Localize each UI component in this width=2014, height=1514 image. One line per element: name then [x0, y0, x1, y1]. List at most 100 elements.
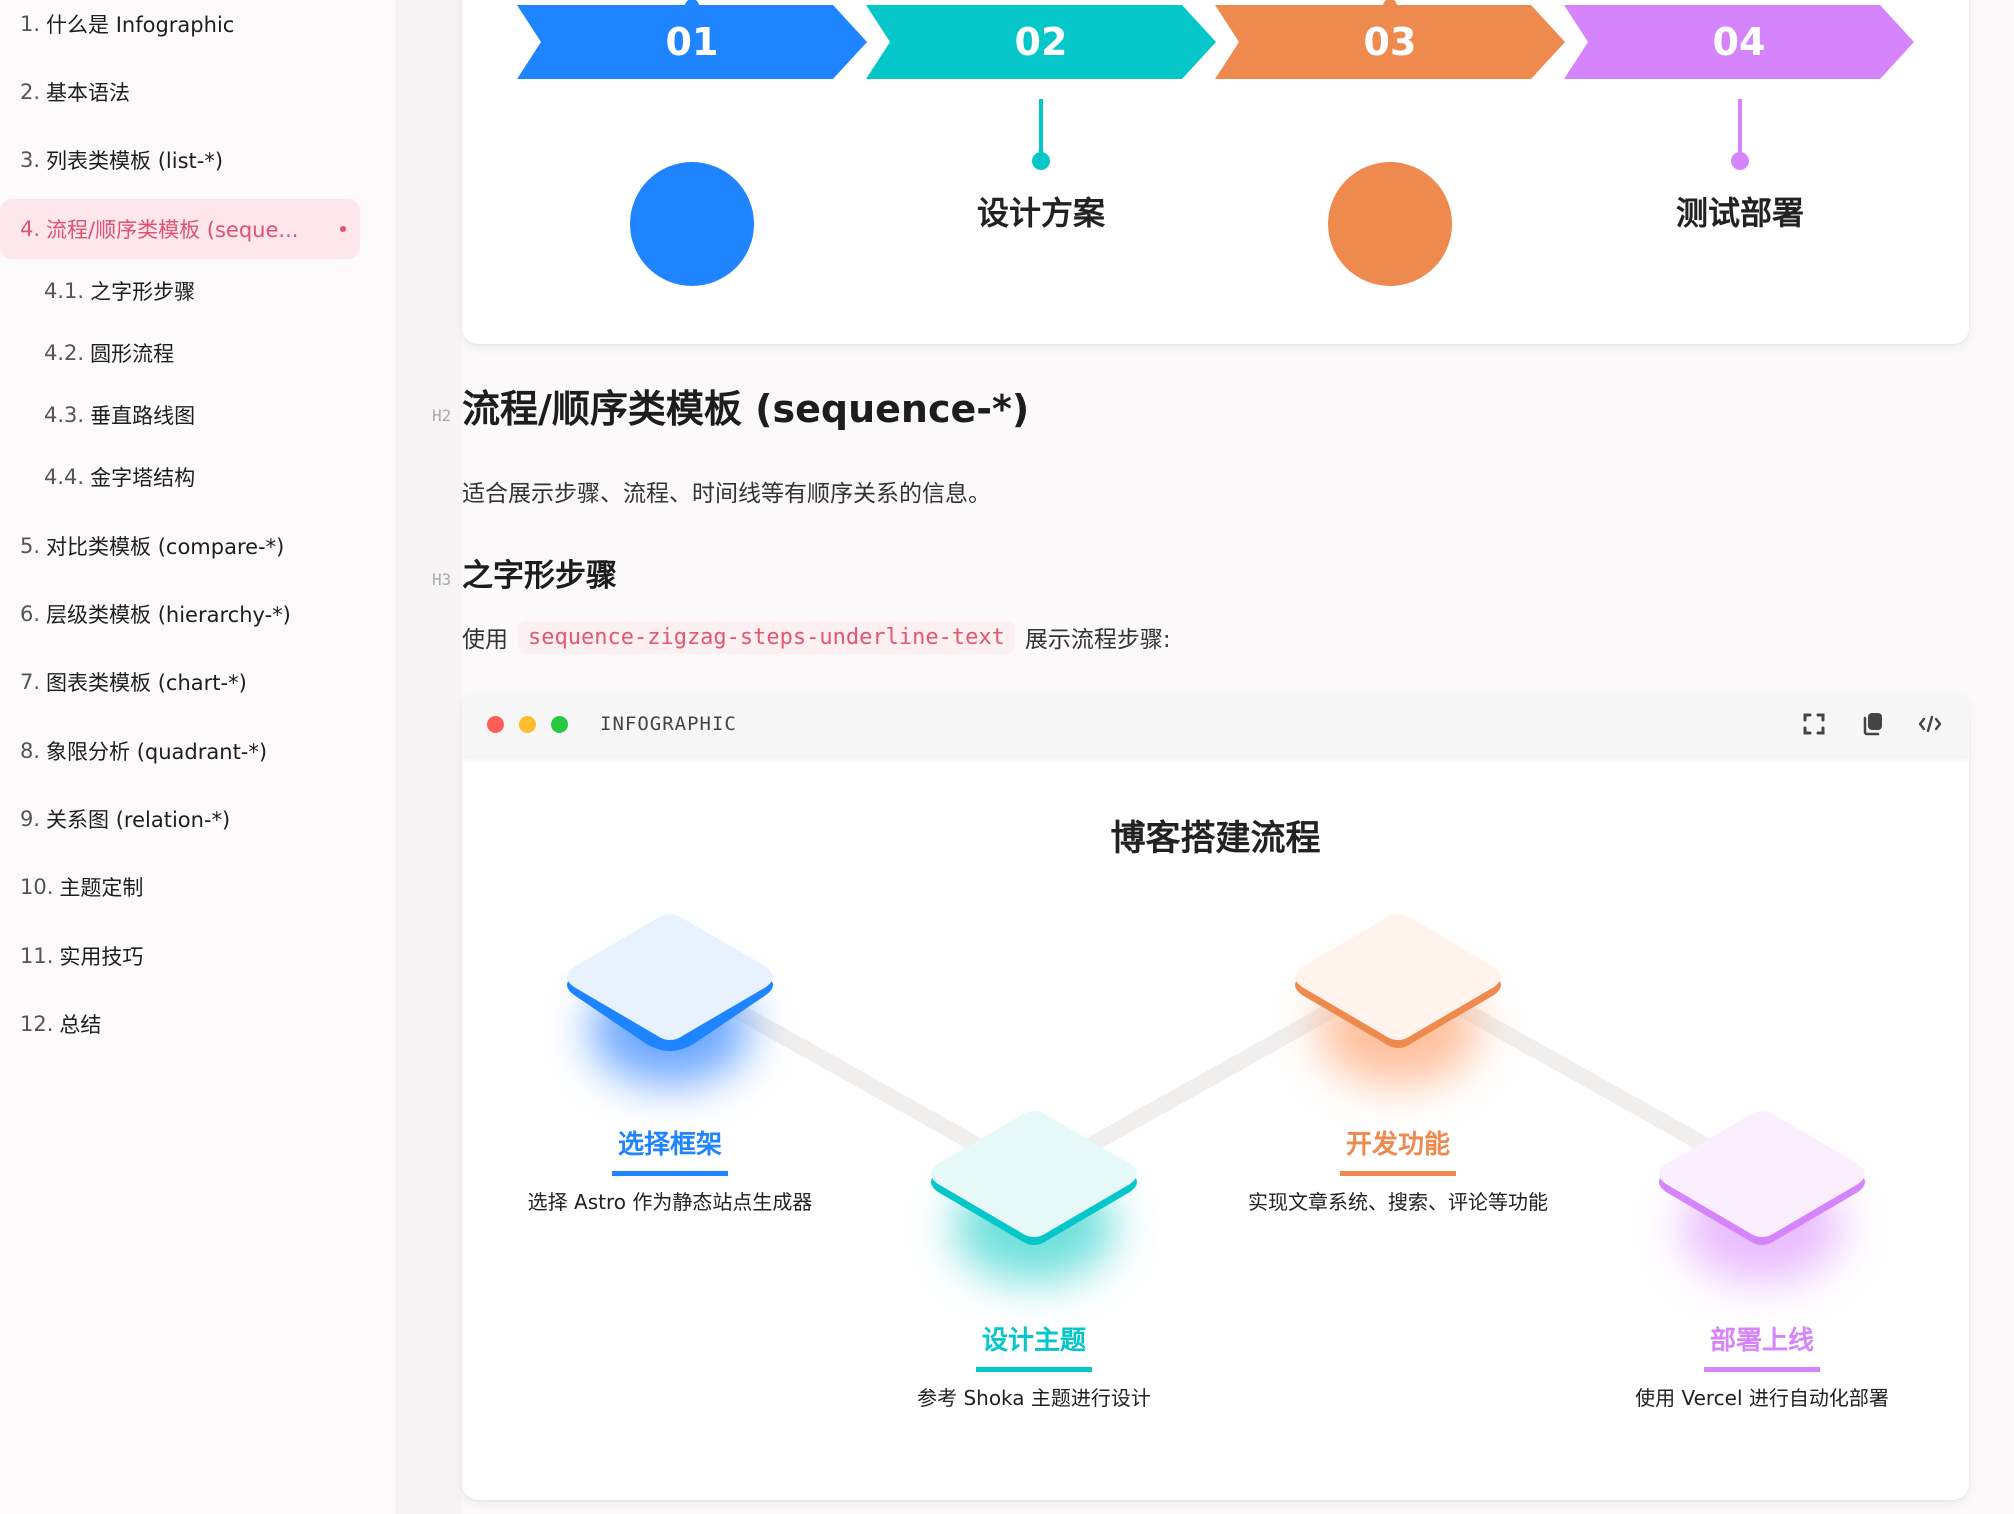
toc-item-label: 主题定制 [59, 876, 144, 900]
usage-prefix: 使用 [462, 627, 508, 653]
toc-item-label: 垂直路线图 [90, 404, 196, 428]
toc-item-label: 流程/顺序类模板 (seque... [46, 218, 299, 242]
toc-item-label: 总结 [59, 1013, 102, 1037]
step-number: 04 [1712, 20, 1766, 64]
copy-button[interactable] [1859, 711, 1885, 737]
step-4-description: 使用 Vercel 进行自动化部署 [1635, 1386, 1889, 1410]
infographic-title: 博客搭建流程 [1110, 819, 1321, 859]
step-03-circle [1328, 162, 1452, 286]
connector-dot [1383, 0, 1397, 13]
template-name-code: sequence-zigzag-steps-underline-text [518, 620, 1015, 654]
toc-item-label: 对比类模板 (compare-*) [46, 535, 285, 559]
toc-item-10[interactable]: 10. 主题定制 [0, 857, 360, 917]
toc-item-number: 8. [20, 739, 41, 763]
toc-item-1[interactable]: 1. 什么是 Infographic [0, 0, 360, 54]
toc-item-number: 1. [20, 12, 41, 36]
toc-item-number: 10. [20, 875, 54, 899]
view-code-button[interactable] [1917, 711, 1943, 737]
toc-item-number: 4.4. [44, 465, 85, 489]
step-number: 01 [665, 20, 719, 64]
toc-item-label: 金字塔结构 [90, 466, 196, 490]
usage-suffix: 展示流程步骤: [1024, 627, 1171, 653]
toc-item-4-3[interactable]: 4.3. 垂直路线图 [0, 385, 360, 445]
step-3-underline [1340, 1171, 1456, 1176]
step-3-description: 实现文章系统、搜索、评论等功能 [1248, 1190, 1548, 1214]
toc-item-number: 9. [20, 807, 41, 831]
content-gutter [397, 0, 462, 1514]
toc-item-11[interactable]: 11. 实用技巧 [0, 926, 360, 986]
toc-item-number: 6. [20, 602, 41, 626]
toc-item-label: 基本语法 [46, 81, 131, 105]
toc-item-number: 5. [20, 534, 41, 558]
code-block-actions [1801, 711, 1943, 737]
step-chevron-01: 01 [517, 0, 867, 79]
toc-item-label: 层级类模板 (hierarchy-*) [46, 603, 291, 627]
step-3-diamond [1288, 905, 1508, 1085]
toc-item-number: 11. [20, 944, 54, 968]
step-1-underline [612, 1171, 728, 1176]
toc-item-number: 4.1. [44, 279, 85, 303]
toc-item-8[interactable]: 8. 象限分析 (quadrant-*) [0, 721, 360, 781]
h3-marker: H3 [432, 570, 452, 589]
window-controls [487, 715, 568, 733]
minimize-dot-icon [519, 715, 536, 733]
section-heading: 流程/顺序类模板 (sequence-*) [462, 387, 1030, 431]
step-chevron-02: 02 [866, 5, 1216, 79]
toc-item-label: 之字形步骤 [90, 280, 196, 304]
active-indicator-dot [340, 226, 346, 232]
step-4-title: 部署上线 [1709, 1326, 1814, 1356]
toc-item-5[interactable]: 5. 对比类模板 (compare-*) [0, 516, 360, 576]
previous-infographic-card: 01 02 03 04 设计方案 测试部署 [462, 0, 1969, 344]
toc-item-label: 图表类模板 (chart-*) [46, 671, 247, 695]
toc-item-4-2[interactable]: 4.2. 圆形流程 [0, 323, 360, 383]
step-2-description: 参考 Shoka 主题进行设计 [917, 1386, 1151, 1410]
copy-icon [1863, 713, 1882, 736]
step-1-description: 选择 Astro 作为静态站点生成器 [527, 1190, 813, 1214]
toc-item-label: 列表类模板 (list-*) [46, 149, 224, 173]
toc-item-number: 12. [20, 1012, 54, 1036]
code-block-language: INFOGRAPHIC [600, 713, 737, 735]
toc-item-4-1[interactable]: 4.1. 之字形步骤 [0, 261, 360, 321]
toc-item-number: 2. [20, 80, 41, 104]
step-2-diamond [924, 1102, 1144, 1282]
step-2-title: 设计主题 [981, 1326, 1086, 1356]
zigzag-connector-lines [662, 965, 1770, 1185]
close-dot-icon [487, 715, 504, 733]
subsection-heading: 之字形步骤 [462, 558, 617, 594]
step-04-label: 测试部署 [1675, 194, 1804, 232]
fullscreen-icon [1803, 713, 1825, 735]
step-01-circle [630, 162, 754, 286]
toc-item-12[interactable]: 12. 总结 [0, 994, 360, 1054]
step-4-diamond [1652, 1102, 1872, 1282]
toc-item-label: 什么是 Infographic [46, 13, 235, 37]
toc-item-number: 4.3. [44, 403, 85, 427]
toc-item-number: 4. [20, 217, 41, 241]
toc-item-6[interactable]: 6. 层级类模板 (hierarchy-*) [0, 584, 360, 644]
h2-marker: H2 [432, 406, 452, 425]
step-chevron-04: 04 [1564, 5, 1914, 79]
connector-dot [685, 0, 699, 13]
toc-item-4-active[interactable]: 4. 流程/顺序类模板 (seque... [0, 199, 360, 259]
step-4-underline [1704, 1367, 1820, 1372]
step-02-label: 设计方案 [976, 194, 1105, 232]
toc-item-4-4[interactable]: 4.4. 金字塔结构 [0, 447, 360, 507]
toc-item-label: 实用技巧 [59, 945, 144, 969]
toc-item-2[interactable]: 2. 基本语法 [0, 62, 360, 122]
step-number: 02 [1014, 20, 1068, 64]
toc-item-label: 关系图 (relation-*) [46, 808, 231, 832]
step-04-pin-line [1738, 99, 1742, 156]
fullscreen-button[interactable] [1801, 711, 1827, 737]
toc-item-label: 圆形流程 [90, 342, 175, 366]
toc-item-9[interactable]: 9. 关系图 (relation-*) [0, 789, 360, 849]
code-block-header: INFOGRAPHIC [462, 692, 1969, 756]
toc-item-7[interactable]: 7. 图表类模板 (chart-*) [0, 652, 360, 712]
step-2-underline [976, 1367, 1092, 1372]
step-04-pin-dot [1731, 152, 1749, 170]
step-02-pin-line [1039, 99, 1043, 156]
toc-item-number: 4.2. [44, 341, 85, 365]
toc-item-number: 7. [20, 670, 41, 694]
toc-item-3[interactable]: 3. 列表类模板 (list-*) [0, 130, 360, 190]
code-icon [1918, 715, 1942, 733]
toc-sidebar: 1. 什么是 Infographic 2. 基本语法 3. 列表类模板 (lis… [0, 0, 397, 1514]
step-chevron-03: 03 [1215, 0, 1565, 79]
